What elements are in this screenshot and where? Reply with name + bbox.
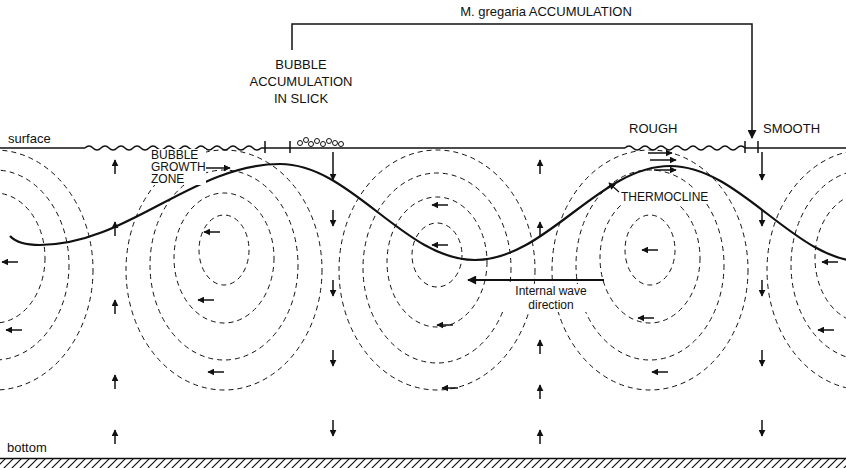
thermocline-line <box>10 164 846 262</box>
growth-zone-label: BUBBLE GROWTH ZONE <box>150 149 206 185</box>
horizontal-flow-arrows <box>2 153 838 388</box>
slick-label: BUBBLE ACCUMULATION IN SLICK <box>245 56 357 107</box>
vertical-flow-arrows <box>115 152 762 444</box>
surface-label: surface <box>7 131 52 146</box>
thermocline-pointer <box>609 183 619 192</box>
wave-direction-label: Internal wave direction <box>498 284 604 312</box>
smooth-label: SMOOTH <box>762 121 821 136</box>
bottom-label: bottom <box>6 440 48 455</box>
bubbles <box>298 138 344 147</box>
accumulation-bracket <box>292 24 752 138</box>
seabed-hatching <box>0 459 846 468</box>
circulation-cells <box>0 150 846 390</box>
seabed-line <box>0 458 846 460</box>
thermocline-label: THERMOCLINE <box>620 190 709 204</box>
wave-direction-arrow <box>468 279 604 281</box>
title-label: M. gregaria ACCUMULATION <box>420 4 672 20</box>
rough-label: ROUGH <box>628 121 678 136</box>
sea-surface <box>0 141 846 153</box>
